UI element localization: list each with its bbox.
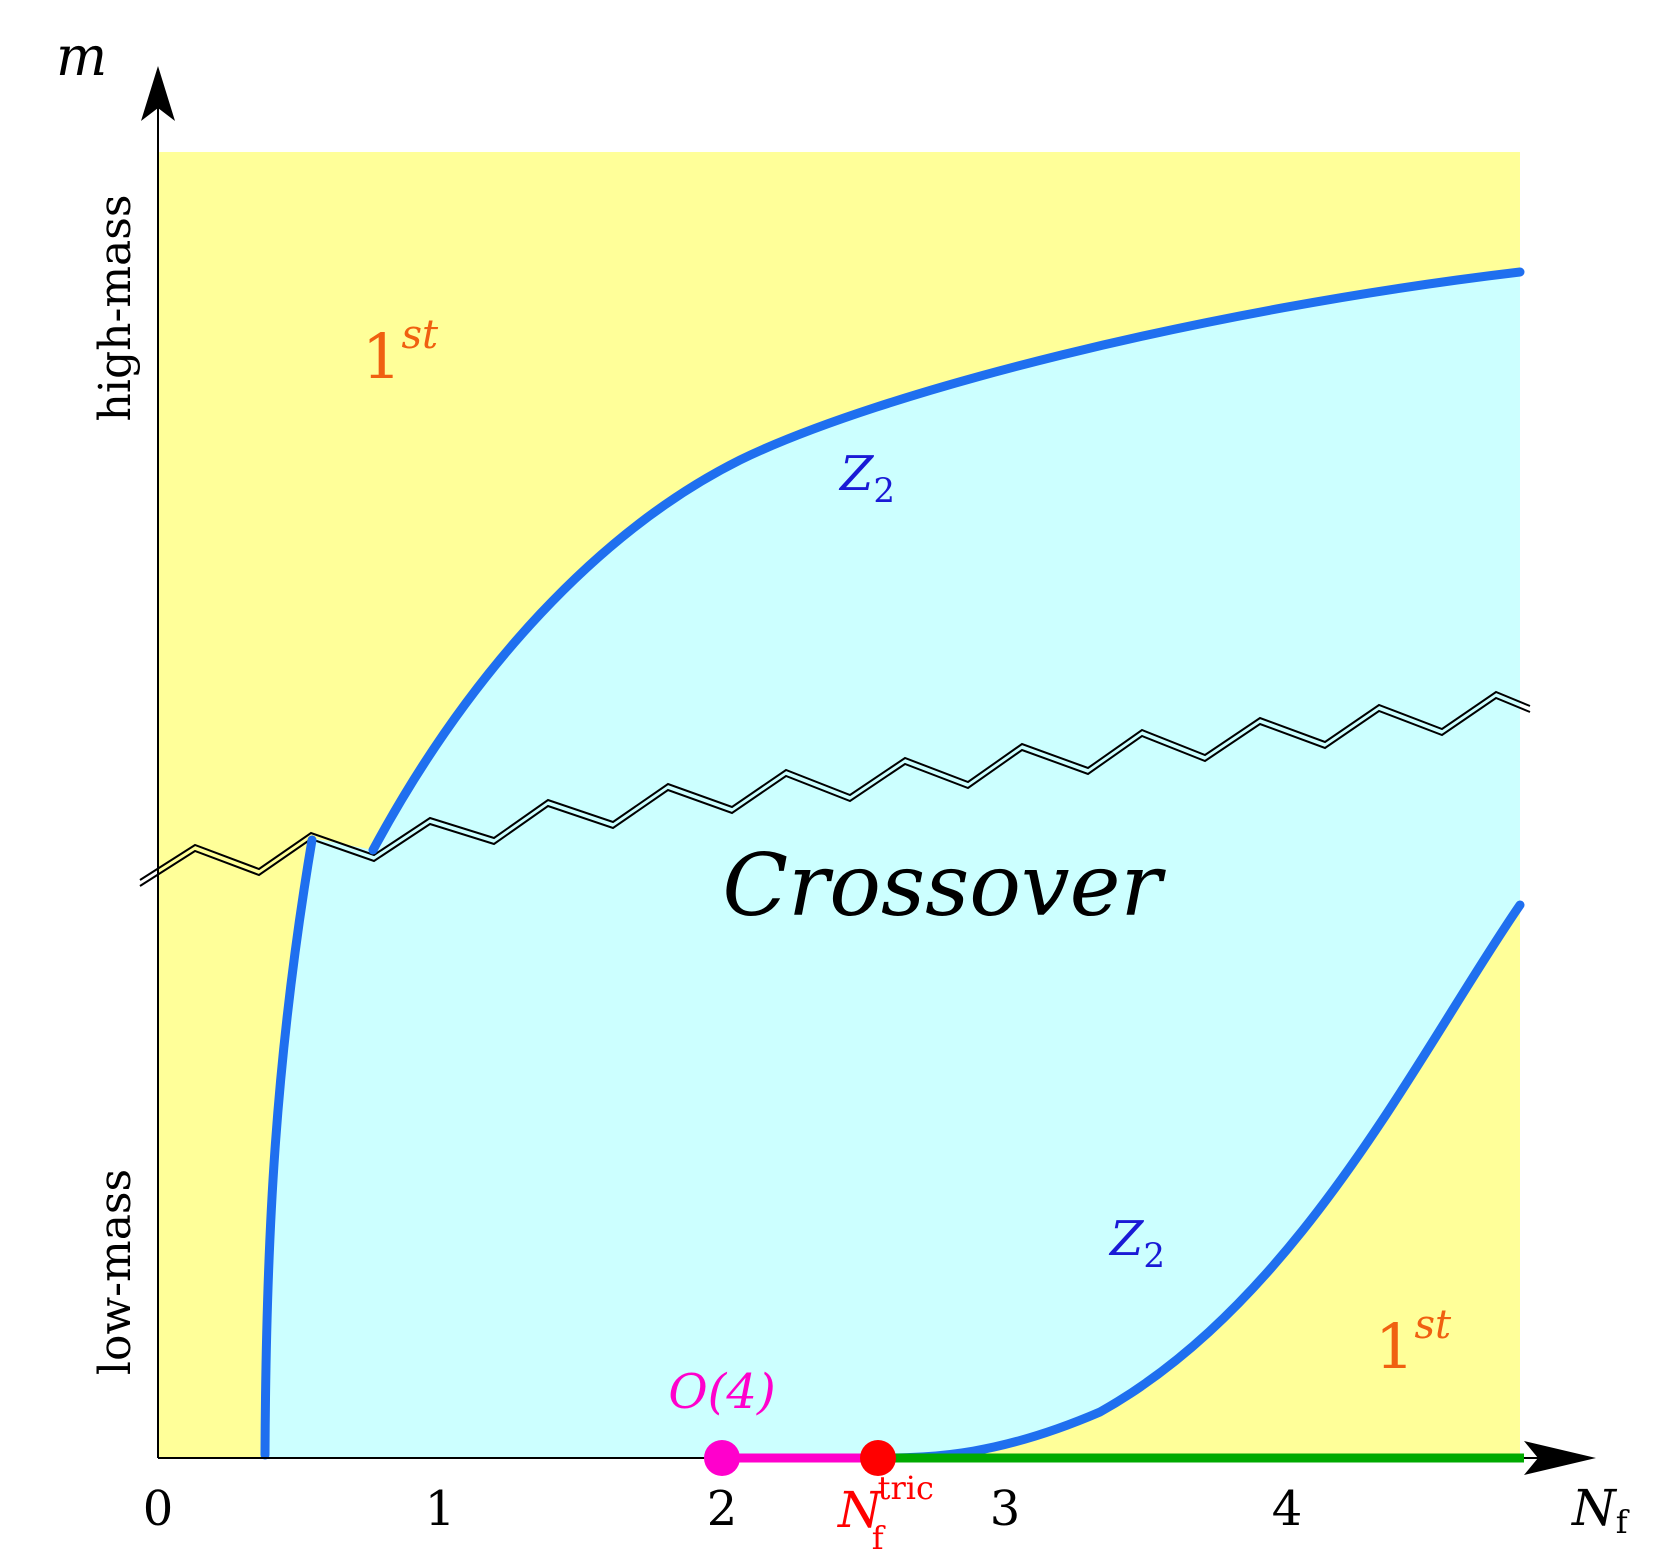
x-axis-label: Nf bbox=[1571, 1479, 1630, 1541]
axis-break-zigzag bbox=[139, 690, 1531, 887]
x-tick-1: 1 bbox=[425, 1481, 456, 1537]
o4-point bbox=[704, 1440, 740, 1476]
x-tick-3: 3 bbox=[990, 1481, 1021, 1537]
z2-line-lower bbox=[875, 900, 1525, 1463]
x-tick-2: 2 bbox=[707, 1481, 738, 1537]
o4-label: O(4) bbox=[668, 1364, 775, 1420]
y-axis-label: m bbox=[56, 25, 107, 88]
first-order-bottom-label: 1st bbox=[1375, 1302, 1452, 1383]
crossover-region bbox=[265, 272, 1520, 1458]
tricritical-point bbox=[860, 1440, 896, 1476]
x-tick-labels: 0 1 2 3 4 bbox=[143, 1481, 1303, 1537]
high-mass-label: high-mass bbox=[90, 195, 141, 422]
first-order-top-label: 1st bbox=[362, 312, 439, 393]
tricritical-label: Nftric bbox=[837, 1469, 934, 1557]
x-axis-arrowhead bbox=[1524, 1441, 1596, 1475]
z2-line-left bbox=[260, 835, 317, 1460]
x-tick-4: 4 bbox=[1272, 1481, 1303, 1537]
z2-lower-label: Z2 bbox=[1108, 1211, 1165, 1276]
y-axis-arrowhead bbox=[141, 66, 175, 121]
crossover-label: Crossover bbox=[722, 836, 1166, 936]
x-tick-0: 0 bbox=[143, 1481, 174, 1537]
z2-upper-label: Z2 bbox=[838, 446, 895, 511]
z2-line-upper bbox=[368, 267, 1525, 855]
low-mass-label: low-mass bbox=[90, 1169, 141, 1375]
